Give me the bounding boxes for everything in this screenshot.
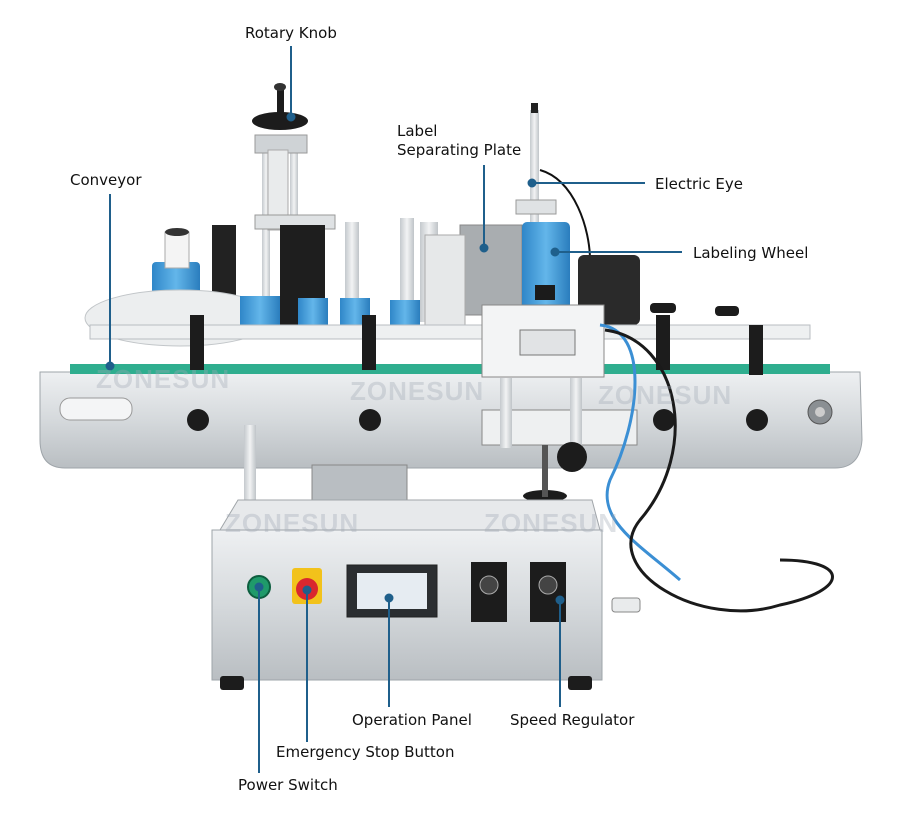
operation-panel[interactable]	[346, 564, 438, 618]
electric-eye-label: Electric Eye	[655, 175, 743, 193]
labeling-wheel-label: Labeling Wheel	[693, 244, 809, 262]
watermark: ZONESUN	[484, 508, 619, 538]
power-cable	[604, 328, 834, 613]
rotary-knob-label: Rotary Knob	[245, 24, 337, 42]
label-separating-plate-label: Label Separating Plate	[397, 122, 522, 159]
lift-block	[311, 464, 408, 501]
bottles	[240, 296, 420, 328]
watermark: ZONESUN	[225, 508, 360, 538]
labeling-wheel	[522, 222, 570, 312]
air-tube	[599, 323, 681, 582]
conveyor-belt	[70, 364, 830, 374]
emergency-stop-button-label: Emergency Stop Button	[276, 743, 455, 761]
leader-lines	[105, 46, 682, 773]
speed-regulator-label: Speed Regulator	[510, 711, 635, 729]
watermark: ZONESUN	[598, 380, 733, 410]
labeling-wheel-base	[535, 285, 555, 300]
operation-panel-label: Operation Panel	[352, 711, 472, 729]
label-separating-plate	[459, 224, 523, 316]
plug	[611, 597, 641, 613]
guide-post	[400, 218, 414, 308]
plate-bracket	[424, 234, 466, 326]
watermark: ZONESUN	[350, 376, 485, 406]
electric-eye-assembly	[515, 103, 591, 261]
guide-handles	[187, 303, 768, 431]
speed-regulator[interactable]	[471, 562, 566, 622]
power-switch-label: Power Switch	[238, 776, 338, 794]
conveyor-label: Conveyor	[70, 171, 142, 189]
pressing-module	[481, 304, 638, 502]
top-rail	[89, 324, 811, 340]
watermark: ZONESUN	[96, 364, 231, 394]
guide-post	[345, 222, 359, 312]
